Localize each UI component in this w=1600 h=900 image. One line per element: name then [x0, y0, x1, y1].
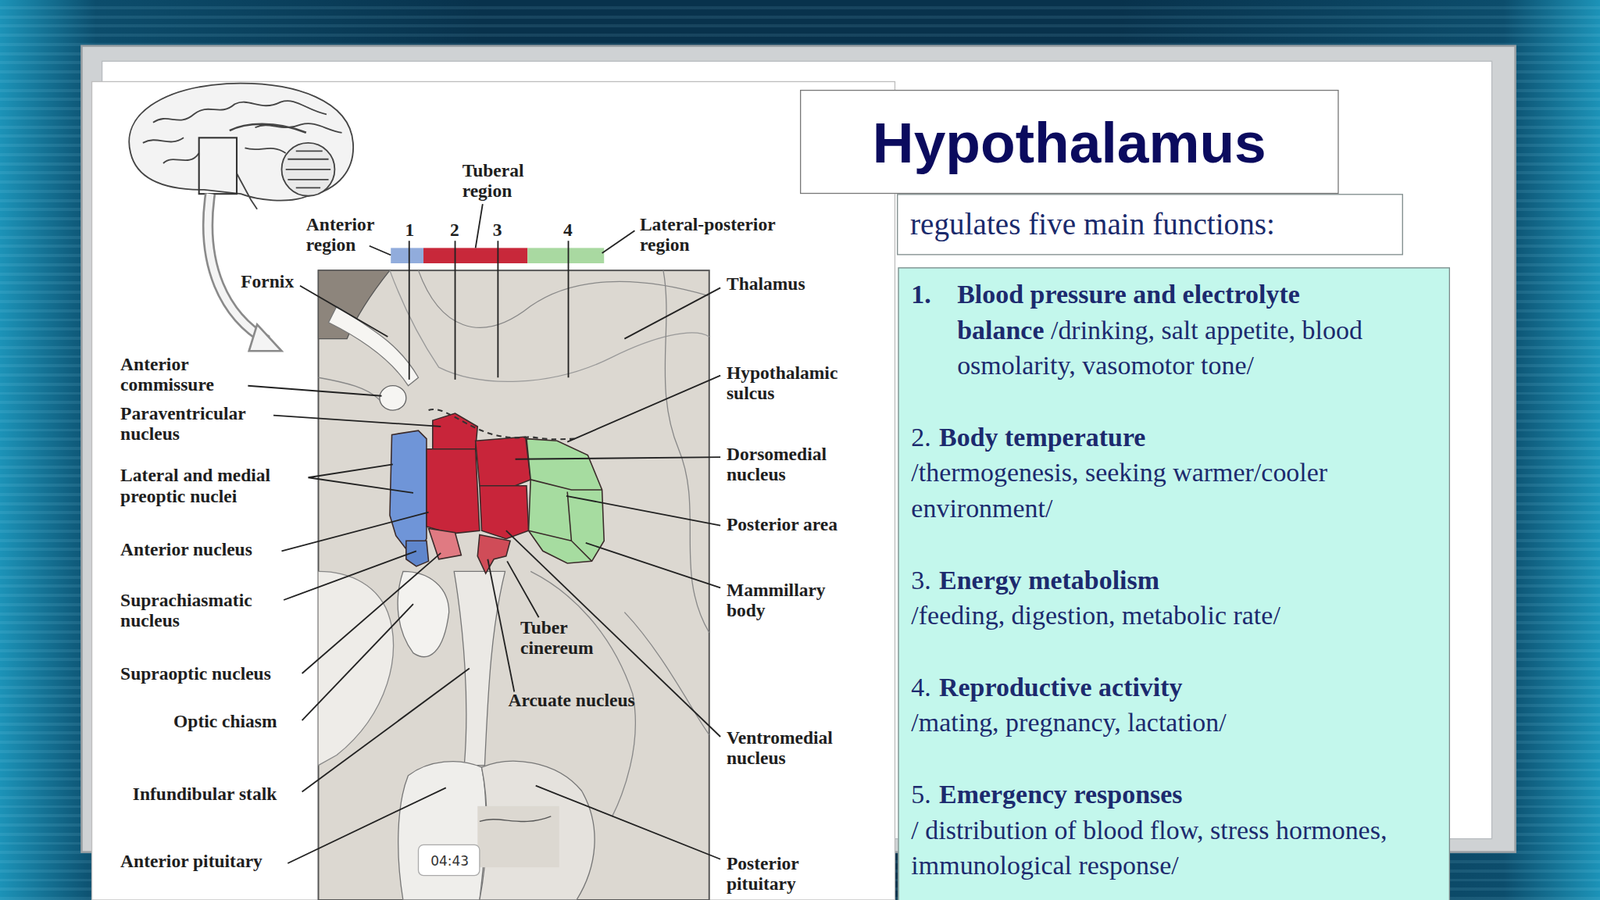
- hypothalamic-nuclei: [389, 409, 604, 574]
- structure-label: Optic chiasm: [173, 710, 278, 732]
- function-item: 3. Energy metabolism/feeding, digestion, …: [910, 562, 1439, 634]
- structure-label: Anterior commissure: [120, 353, 235, 395]
- structure-label: Thalamus: [726, 273, 806, 294]
- item-number: 4.: [910, 672, 931, 703]
- structure-label: Suprachiasmatic nucleus: [120, 589, 274, 631]
- function-heading: Body temperature: [939, 422, 1146, 453]
- video-timestamp: 04:43: [430, 853, 469, 869]
- leader-lines: [247, 203, 721, 864]
- structure-label: Tuberal region: [462, 160, 543, 201]
- timestamp-box: [418, 844, 480, 875]
- figure-panel: [92, 81, 896, 900]
- callout-number: 4: [563, 219, 573, 240]
- structure-label: Dorsomedial nucleus: [726, 443, 850, 485]
- structure-label: Fornix: [240, 271, 294, 292]
- structure-label: Supraoptic nucleus: [120, 663, 272, 684]
- structure-label: Anterior pituitary: [120, 850, 263, 872]
- function-detail: / distribution of blood flow, stress hor…: [910, 812, 1439, 884]
- function-heading: Emergency responses: [939, 779, 1183, 810]
- item-number: 3.: [910, 565, 931, 596]
- function-item: 4. Reproductive activity/mating, pregnanc…: [910, 669, 1439, 741]
- structure-label: Tuber cinereum: [520, 617, 613, 658]
- brain-section: [318, 270, 710, 900]
- functions-box: 1.Blood pressure and electrolyte balance…: [897, 267, 1450, 900]
- item-number: 1.: [910, 276, 931, 313]
- structure-label: Ventromedial nucleus: [726, 727, 854, 768]
- structure-label: Arcuate nucleus: [507, 689, 635, 711]
- structure-label: Lateral and medial preoptic nuclei: [120, 465, 300, 507]
- title-box: Hypothalamus: [800, 89, 1340, 194]
- function-detail: /feeding, digestion, metabolic rate/: [910, 597, 1439, 634]
- subtitle-box: regulates five main functions:: [896, 193, 1404, 255]
- structure-label: Paraventricular nucleus: [120, 403, 264, 444]
- structure-label: Anterior region: [306, 214, 397, 255]
- title-text: Hypothalamus: [872, 108, 1267, 175]
- anterior-region-bar: [390, 247, 424, 264]
- function-detail: /thermogenesis, seeking warmer/cooler en…: [910, 455, 1439, 527]
- function-detail: /mating, pregnancy, lactation/: [910, 705, 1439, 742]
- structure-label: Hypothalamic sulcus: [726, 362, 860, 404]
- structure-label: Mammillary body: [726, 579, 841, 621]
- item-number: 2.: [910, 422, 931, 453]
- structure-label: Posterior pituitary: [726, 853, 829, 894]
- structure-label: Infundibular stalk: [132, 783, 277, 804]
- tuberal-region-bar: [423, 247, 528, 264]
- callout-number: 2: [450, 219, 460, 240]
- subtitle-text: regulates five main functions:: [910, 207, 1275, 242]
- lateral-posterior-region-bar: [527, 247, 604, 264]
- structure-label: Lateral-posterior region: [639, 214, 809, 255]
- function-item: 5. Emergency responses/ distribution of b…: [910, 776, 1439, 884]
- structure-label: Posterior area: [726, 514, 838, 535]
- brain-sketch: [128, 83, 354, 210]
- function-item: 1.Blood pressure and electrolyte balance…: [910, 276, 1439, 384]
- callout-number: 3: [492, 219, 503, 240]
- item-number: 5.: [910, 779, 931, 810]
- function-heading: Reproductive activity: [939, 672, 1183, 703]
- structure-label: Anterior nucleus: [120, 539, 253, 560]
- callout-number: 1: [405, 219, 415, 240]
- function-item: 2. Body temperature/thermogenesis, seekin…: [910, 419, 1439, 527]
- function-heading: Energy metabolism: [939, 565, 1160, 596]
